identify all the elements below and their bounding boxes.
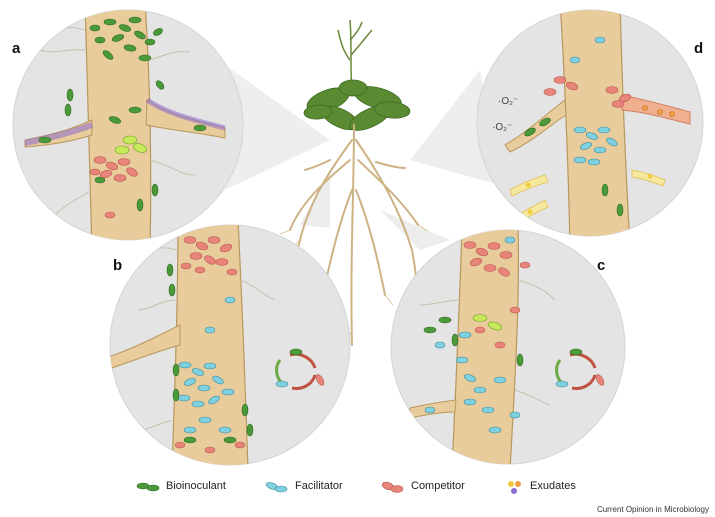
competitor-icon: [381, 481, 404, 493]
panel-b-label: b: [113, 257, 123, 274]
bioinoculant-icon: [136, 482, 160, 492]
legend-bioinoculant-label: Bioinoculant: [166, 480, 226, 492]
legend-exudates-label: Exudates: [530, 480, 576, 492]
legend: [136, 481, 521, 494]
legend-competitor-label: Competitor: [411, 480, 465, 492]
panel-a-circle: [12, 9, 244, 241]
panel-c-circle: [390, 229, 626, 465]
panel-d-circle: ·O₂⁻ ·O₂⁻: [476, 9, 704, 237]
superoxide-label-2: ·O₂⁻: [492, 122, 512, 133]
projection-cones: [225, 65, 500, 250]
plant: [279, 19, 429, 346]
panel-a-label: a: [12, 40, 21, 57]
facilitator-icon: [265, 482, 288, 493]
exudates-icon: [508, 481, 521, 494]
superoxide-label-1: ·O₂⁻: [498, 96, 518, 107]
panel-d-label: d: [694, 40, 704, 57]
panel-b-circle: [109, 224, 351, 466]
plant-rosette: [303, 79, 411, 131]
legend-facilitator-label: Facilitator: [295, 480, 343, 492]
panel-c-label: c: [597, 257, 606, 274]
root-system: [289, 124, 419, 346]
credit-text: Current Opinion in Microbiology: [596, 505, 709, 514]
